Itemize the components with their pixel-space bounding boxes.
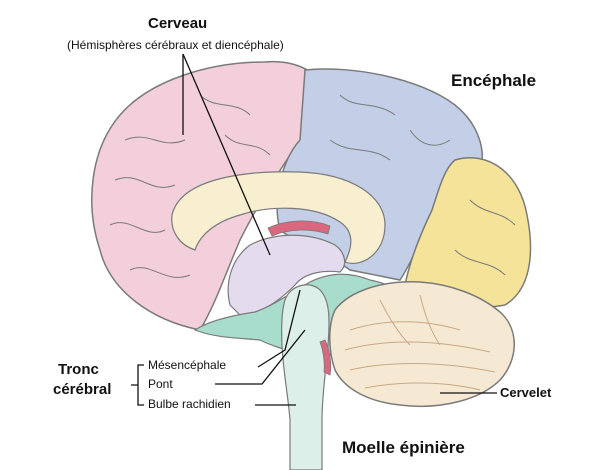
gyrus-line: [109, 222, 166, 233]
cerebellum: [329, 281, 515, 408]
gyrus-line: [199, 94, 251, 116]
gyrus-line: [129, 267, 191, 278]
spinal-cord: [281, 284, 330, 470]
choroid-plexus: [267, 220, 331, 237]
folium-line: [419, 294, 441, 346]
cerebellum-folia: [344, 294, 496, 391]
label-cervelet: Cervelet: [500, 385, 552, 400]
diencephalon: [227, 234, 346, 316]
folium-line: [349, 363, 496, 373]
pointer-pont: [215, 329, 306, 385]
gyrus-line: [114, 177, 176, 188]
pointer-mesencephale: [257, 289, 301, 368]
label-bulbe: Bulbe rachidien: [148, 397, 231, 411]
folium-line: [379, 299, 411, 346]
tronc-bracket: [131, 364, 144, 406]
gyrus-line: [339, 94, 396, 116]
medulla-strip: [319, 339, 332, 376]
gyrus-line: [224, 134, 271, 156]
folium-line: [349, 321, 461, 331]
pointer-lines: [131, 53, 497, 406]
label-tronc: Tronc: [58, 361, 99, 378]
folium-line: [344, 341, 491, 353]
label-cerebral: cérébral: [53, 381, 112, 398]
label-encephale: Encéphale: [451, 71, 537, 90]
folium-line: [364, 382, 481, 391]
pointer-cerveau-2: [182, 53, 271, 256]
gyrus-line: [124, 136, 186, 144]
gyrus-line: [329, 139, 391, 161]
corpus-callosum: [171, 171, 386, 264]
label-cerveau-subtitle: (Hémisphères cérébraux et diencéphale): [67, 38, 284, 52]
gyrus-line: [454, 249, 506, 276]
label-pont: Pont: [148, 377, 173, 391]
cortex-gyri: [109, 94, 516, 278]
label-moelle: Moelle épinière: [342, 438, 465, 457]
label-mesencephale: Mésencéphale: [148, 358, 227, 372]
label-cerveau: Cerveau: [148, 15, 208, 32]
gyrus-line: [409, 129, 451, 146]
gyrus-line: [469, 199, 516, 226]
